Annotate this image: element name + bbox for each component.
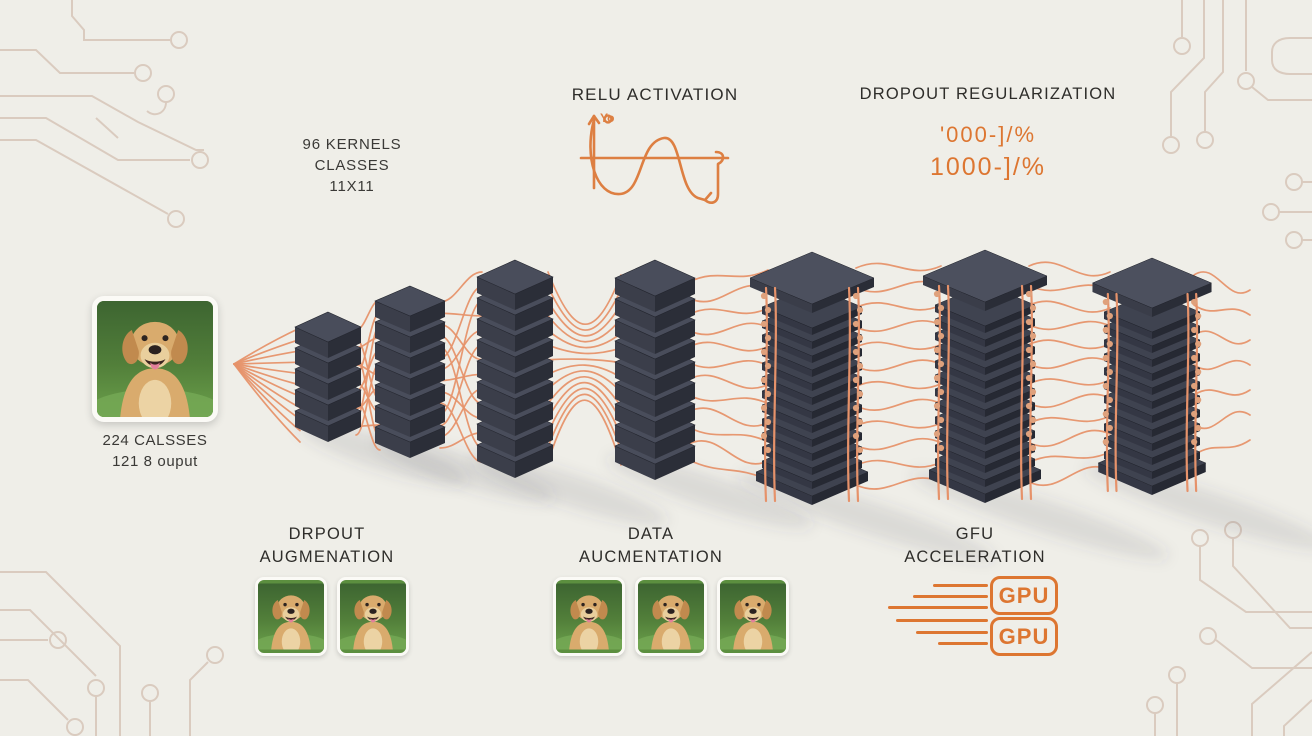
dropout-values: '000-]/% 1000-]/%: [858, 120, 1118, 184]
kernels-line-1: 96 KERNELS: [302, 136, 402, 153]
gpu-line-1: GFU: [955, 525, 995, 543]
dropout-value-1: '000-]/%: [939, 122, 1037, 147]
relu-title: RELU ACTIVATION: [545, 83, 765, 107]
dropout-value-2: 1000-]/%: [929, 153, 1047, 181]
input-dog-image: [92, 296, 218, 422]
fc-layer-tower: [1091, 257, 1213, 495]
relu-curve: [589, 118, 707, 202]
speed-line: [916, 631, 988, 634]
augmented-dog-thumbnail: [553, 577, 625, 656]
data-aug-label: DATA AUCMENTATION: [561, 523, 741, 569]
data-aug-line-2: AUCMENTATION: [579, 548, 723, 567]
relu-activation-sketch: Yo: [579, 111, 730, 204]
circuit-top-right: [1162, 0, 1312, 154]
speed-line: [913, 595, 988, 598]
kernels-line-2: CLASSES: [314, 157, 390, 174]
augmented-dog-thumbnail: [635, 577, 707, 656]
gpu-chip: GPU: [990, 617, 1058, 656]
conv-layer-stack: [294, 311, 362, 442]
dropout-aug-label: DRPOUT AUGMENATION: [237, 523, 417, 569]
layer-towers: [294, 249, 1213, 505]
gpu-line-2: ACCELERATION: [904, 548, 1046, 567]
speed-line: [888, 606, 988, 609]
kernels-line-3: 11X11: [329, 178, 375, 195]
speed-line: [896, 619, 988, 622]
dropout-title-text: DROPOUT REGULARIZATION: [859, 85, 1117, 103]
kernels-label: 96 KERNELS CLASSES 11X11: [272, 134, 432, 197]
conv-layer-stack: [614, 259, 696, 480]
augmented-dog-thumbnail: [255, 577, 327, 656]
circuit-top-left: [0, 0, 209, 228]
tower-wires: [760, 284, 1202, 503]
input-caption: 224 CALSSES 121 8 ouput: [70, 430, 240, 472]
dropout-title: DROPOUT REGULARIZATION: [858, 83, 1118, 106]
connection-lines: [233, 261, 1251, 490]
dropout-aug-line-1: DRPOUT: [288, 525, 366, 543]
speed-line: [938, 642, 988, 645]
input-caption-line-1: 224 CALSSES: [102, 432, 208, 449]
gpu-label: GFU ACCELERATION: [885, 523, 1065, 569]
dropout-aug-thumbnails: [255, 577, 409, 656]
augmented-dog-thumbnail: [337, 577, 409, 656]
dropout-aug-line-2: AUGMENATION: [259, 548, 395, 567]
circuit-bottom-left: [0, 571, 224, 736]
relu-title-text: RELU ACTIVATION: [571, 85, 739, 104]
conv-layer-stack: [374, 285, 446, 458]
speed-line: [933, 584, 988, 587]
conv-layer-stack: [476, 259, 554, 478]
augmented-dog-thumbnail: [717, 577, 789, 656]
data-aug-line-1: DATA: [627, 525, 675, 543]
data-aug-thumbnails: [553, 577, 789, 656]
input-caption-line-2: 121 8 ouput: [112, 453, 198, 470]
circuit-right-edge: [1262, 173, 1312, 249]
circuit-bottom-right: [1146, 521, 1312, 736]
gpu-chip: GPU: [990, 576, 1058, 615]
